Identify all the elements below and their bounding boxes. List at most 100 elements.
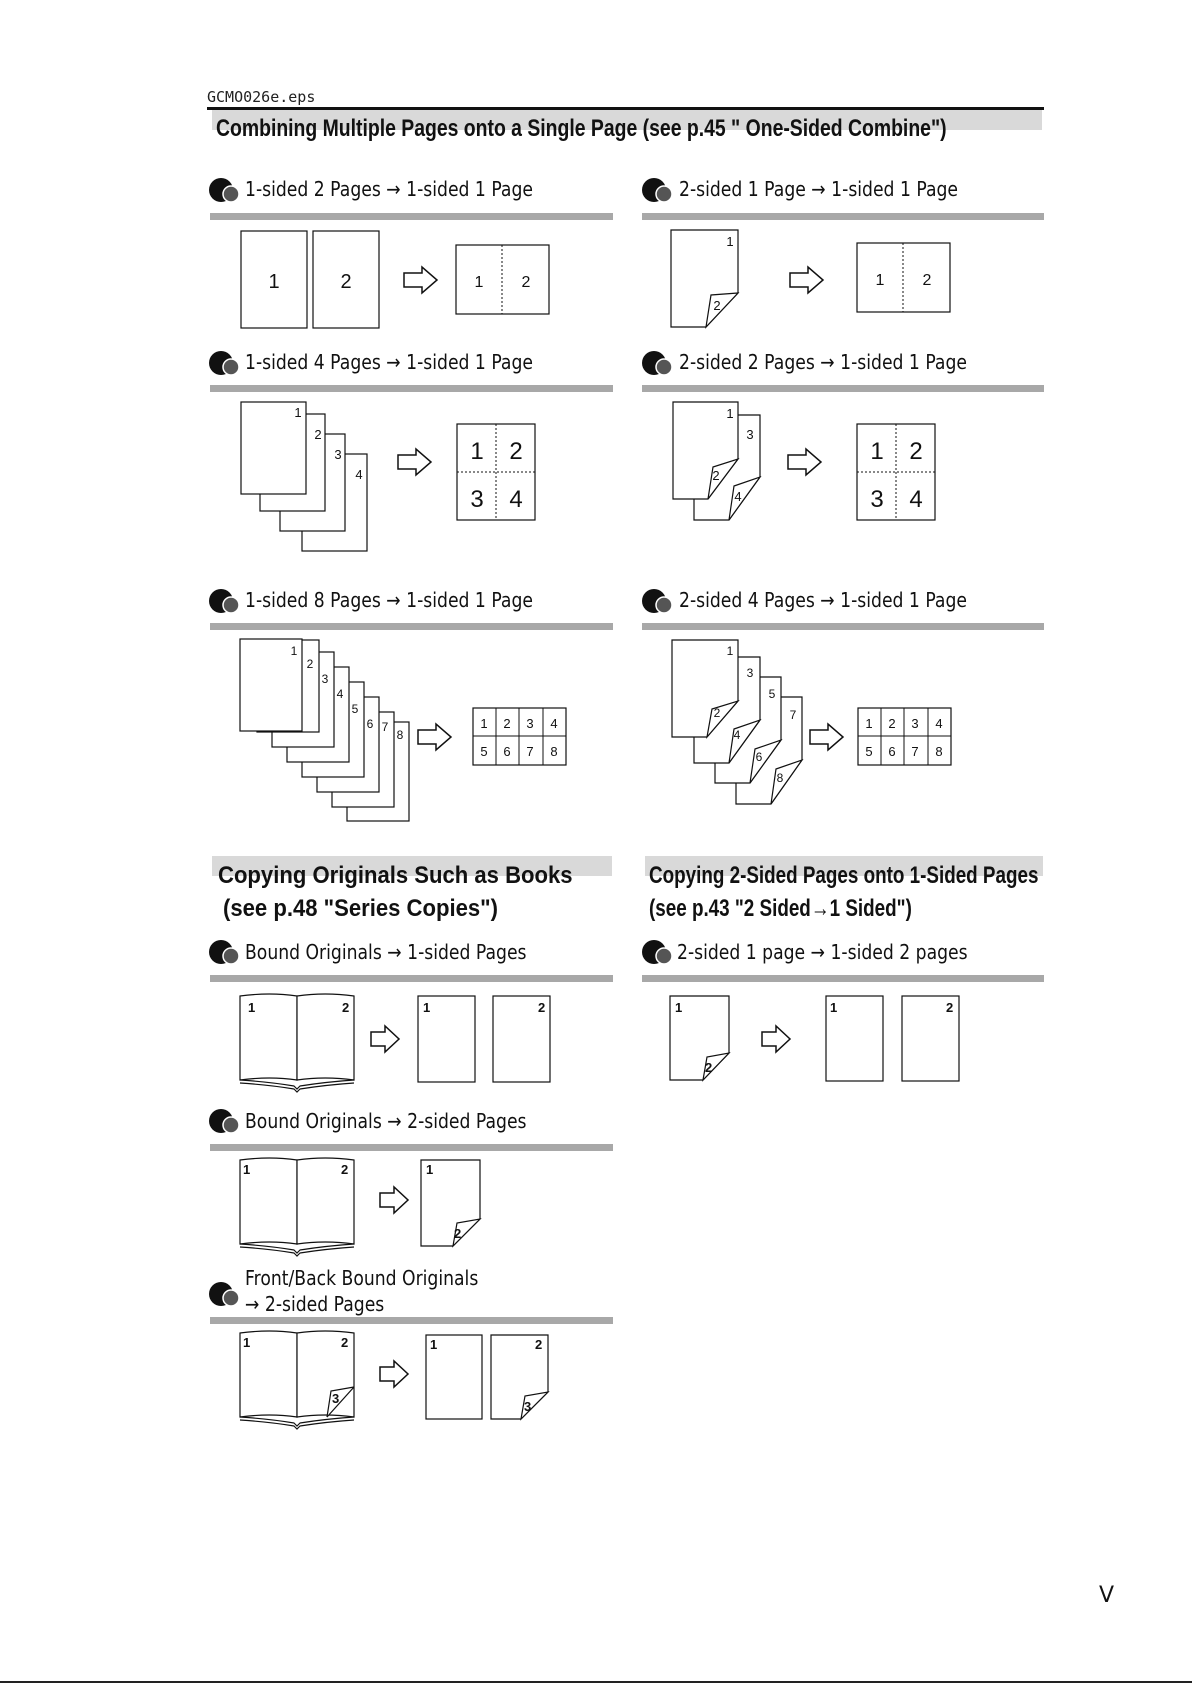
- diagram-shape: [417, 995, 476, 1083]
- page-numeral: 1: [426, 1162, 433, 1177]
- item-rule: [210, 1317, 613, 1324]
- page-numeral: 4: [935, 716, 942, 731]
- page-numeral: 1: [291, 644, 298, 658]
- bullet-icon: [642, 351, 673, 376]
- page-numeral: 2: [712, 468, 719, 483]
- page-numeral: 6: [756, 750, 763, 764]
- bullet-icon: [209, 178, 240, 203]
- page-numeral: 2: [503, 716, 510, 731]
- diagram-shape: [809, 722, 845, 752]
- page-numeral: 3: [470, 486, 483, 513]
- diagram-shape: [239, 1082, 355, 1093]
- page-numeral: 1: [294, 405, 301, 420]
- item-2sided-2pages: 2-sided 2 Pages → 1-sided 1 Page: [679, 350, 967, 374]
- page-numeral: 4: [509, 486, 522, 513]
- section-title-two-sided: Copying 2-Sided Pages onto 1-Sided Pages: [649, 862, 1039, 889]
- diagram-shape: [403, 265, 439, 295]
- diagram-shape: [492, 995, 551, 1083]
- diagram-1sided-2pages: 1 2 1 2: [240, 230, 550, 329]
- item-2sided-1page: 2-sided 1 Page → 1-sided 1 Page: [679, 177, 959, 201]
- section-subtitle-two-sided: (see p.43 "2 Sided→1 Sided"): [649, 895, 912, 922]
- bullet-icon: [209, 351, 240, 376]
- page-numeral: 4: [909, 486, 922, 513]
- page-numeral: 7: [382, 720, 389, 734]
- page-numeral: 1: [675, 1000, 682, 1015]
- page-numeral: 4: [355, 467, 362, 482]
- diagram-shape: [707, 457, 740, 500]
- page-numeral: 2: [714, 706, 721, 720]
- page-numeral: 4: [734, 728, 741, 742]
- diagram-shape: [239, 1243, 355, 1254]
- page-numeral: 3: [746, 427, 753, 442]
- page-numeral: 2: [522, 274, 531, 291]
- page-numeral: 2: [307, 657, 314, 671]
- diagram-shape: [379, 1359, 410, 1389]
- diagram-shape: [520, 1391, 550, 1421]
- diagram-1sided-4pages: 1 2 3 4 1 2 3 4: [240, 401, 536, 552]
- page-numeral: 1: [243, 1162, 250, 1177]
- bullet-icon: [642, 589, 673, 614]
- item-2sided-1page-2pages: 2-sided 1 page → 1-sided 2 pages: [677, 940, 968, 964]
- diagram-shape: [239, 1416, 355, 1427]
- page-numeral: 1: [423, 1000, 430, 1015]
- page-numeral: 8: [777, 771, 784, 785]
- page-numeral: 1: [475, 274, 484, 291]
- page-numeral: 2: [454, 1226, 461, 1241]
- item-2sided-4pages: 2-sided 4 Pages → 1-sided 1 Page: [679, 588, 967, 612]
- page-numeral: 2: [341, 1335, 348, 1350]
- page-numeral: 4: [734, 489, 741, 504]
- bullet-icon: [642, 178, 673, 203]
- page-numeral: 8: [935, 744, 942, 759]
- diagram-shape: [370, 1024, 401, 1054]
- top-rule: [207, 107, 1044, 110]
- diagram-bound-1sided: 1 2 1 2: [239, 993, 551, 1093]
- diagram-shape: [749, 738, 783, 784]
- section-header-bar: [212, 110, 1042, 130]
- page-numeral: 4: [337, 687, 344, 701]
- item-frontback-line1: Front/Back Bound Originals: [245, 1266, 479, 1290]
- diagram-shape: [240, 401, 307, 495]
- page-numeral: 1: [876, 272, 885, 289]
- diagram-shape: [417, 722, 453, 752]
- item-rule: [642, 213, 1044, 220]
- diagram-1sided-8pages: 1 2 3 4 5 6 7 8 1 2 3 4 5 6 7 8: [239, 638, 567, 822]
- page-numeral: 2: [705, 1060, 712, 1075]
- page-numeral: 2: [340, 271, 351, 293]
- diagram-shape: [856, 242, 951, 313]
- diagram-bound-2sided: 1 2 1 2: [239, 1157, 482, 1257]
- diagram-shape: [702, 1052, 731, 1082]
- diagram-shape: [728, 718, 762, 764]
- page-number: V: [1099, 1583, 1115, 1608]
- diagram-shape: [326, 1386, 355, 1418]
- diagram-shape: [239, 1079, 355, 1090]
- bottom-rule: [0, 1681, 1192, 1683]
- item-1sided-8pages: 1-sided 8 Pages → 1-sided 1 Page: [245, 588, 533, 612]
- diagram-shape: [397, 447, 433, 477]
- section-subtitle-books: (see p.48 "Series Copies"): [223, 895, 498, 922]
- page-numeral: 6: [503, 744, 510, 759]
- page-numeral: 1: [830, 1000, 837, 1015]
- page-numeral: 5: [480, 744, 487, 759]
- section-title-books: Copying Originals Such as Books: [218, 862, 573, 889]
- page-numeral: 3: [911, 716, 918, 731]
- diagram-shape: [239, 1419, 355, 1430]
- page-numeral: 7: [526, 744, 533, 759]
- bullet-icon: [209, 1109, 240, 1134]
- item-frontback-line2: → 2-sided Pages: [245, 1292, 385, 1316]
- page-numeral: 2: [946, 1000, 953, 1015]
- page-numeral: 2: [888, 716, 895, 731]
- page-numeral: 3: [870, 486, 883, 513]
- page-numeral: 3: [332, 1391, 339, 1406]
- diagram-shape: [239, 638, 303, 732]
- page-numeral: 2: [923, 272, 932, 289]
- item-rule: [210, 623, 613, 630]
- section-header-bar: [645, 856, 1043, 876]
- page-numeral: 3: [322, 672, 329, 686]
- diagram-shape: [240, 230, 308, 329]
- page-numeral: 1: [248, 1000, 255, 1015]
- page-numeral: 2: [538, 1000, 545, 1015]
- section-header-bar: [212, 856, 612, 876]
- diagram-shape: [787, 447, 823, 477]
- diagram-shape: [761, 1024, 792, 1054]
- page-numeral: 1: [865, 716, 872, 731]
